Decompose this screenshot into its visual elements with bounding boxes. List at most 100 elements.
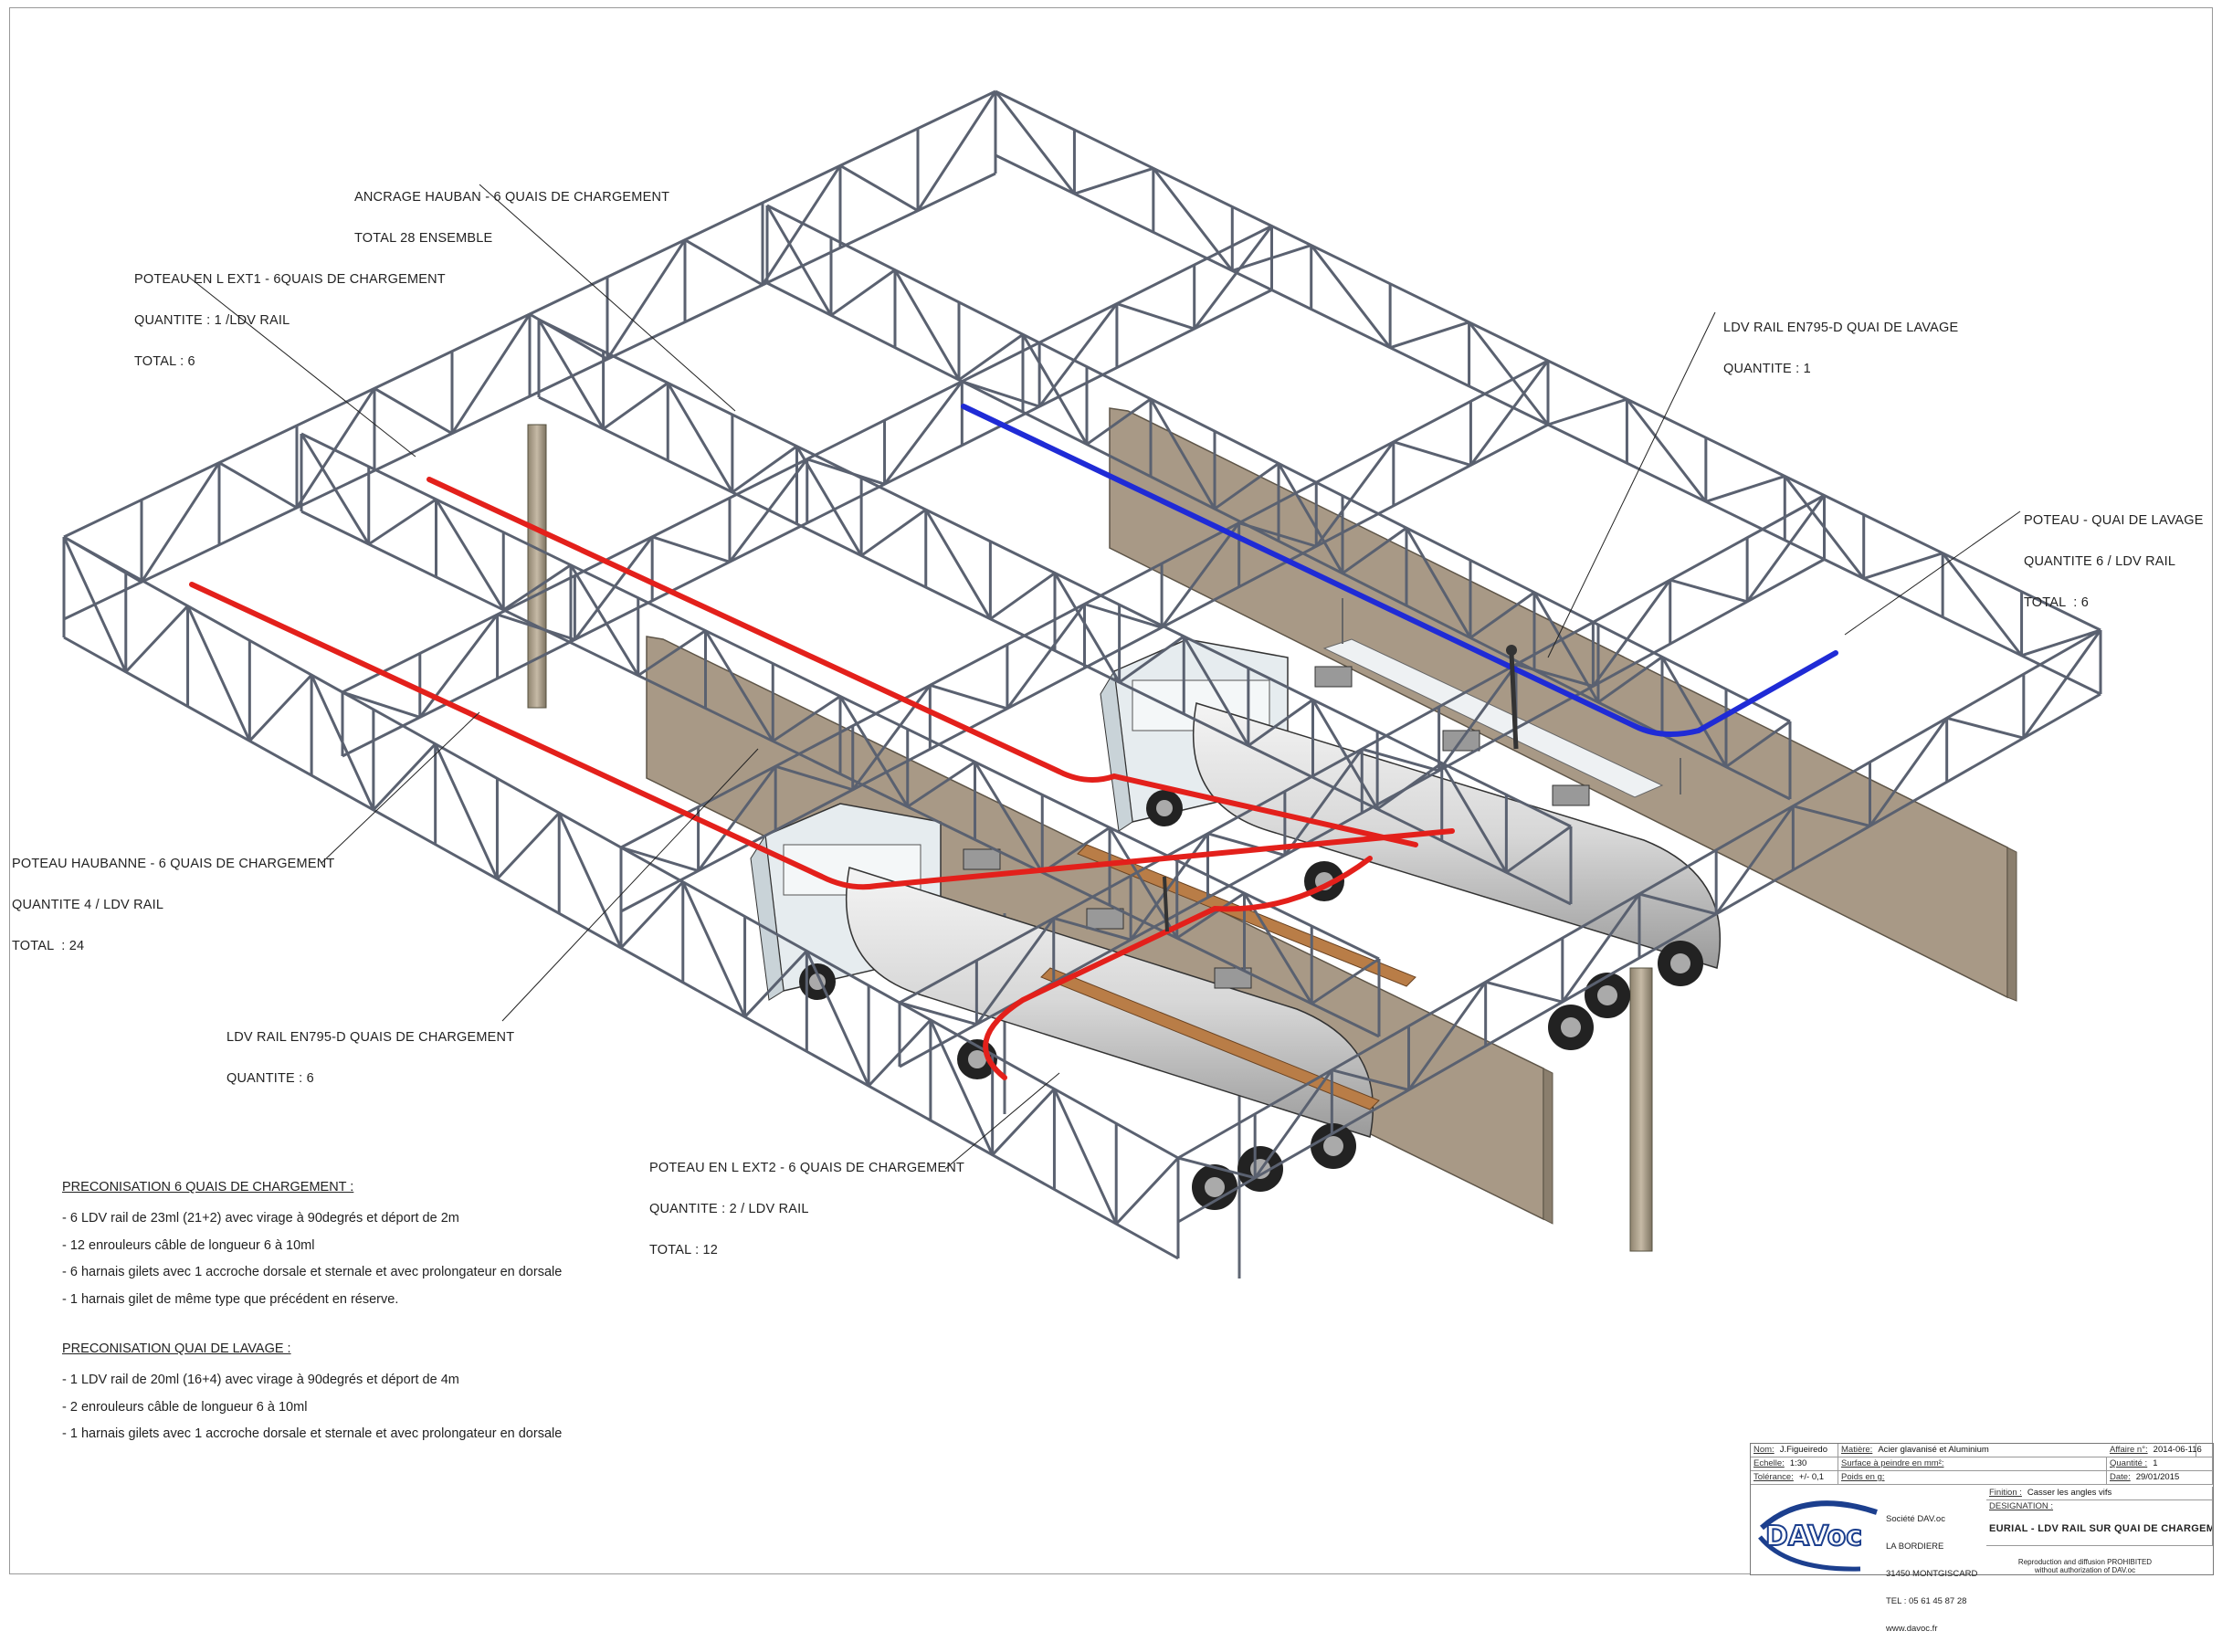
truss-member <box>1073 166 1154 195</box>
truss-member <box>537 319 605 430</box>
notes-item: - 2 enrouleurs câble de longueur 6 à 10m… <box>62 1399 308 1415</box>
quantite-label: Quantité : <box>2110 1458 2148 1468</box>
callout-line: QUANTITE : 6 <box>226 1071 314 1086</box>
poids-cell: Poids en g: <box>1838 1471 2107 1485</box>
posts <box>527 424 1653 1278</box>
truss-member <box>1238 521 1317 548</box>
truss-member <box>1053 1088 1118 1225</box>
truss-member <box>140 461 221 584</box>
truss-member <box>994 90 1076 195</box>
poids-label: Poids en g: <box>1841 1472 1885 1482</box>
truss-member <box>1405 527 1472 639</box>
company-line: TEL : 05 61 45 87 28 <box>1886 1596 1967 1606</box>
loading-platforms <box>1040 598 1681 1110</box>
designation-cell: DESIGNATION : EURIAL - LDV RAIL SUR QUAI… <box>1986 1500 2213 1546</box>
truss-member <box>1248 699 1314 747</box>
truss-member <box>838 695 910 808</box>
echelle-cell: Echelle:1:30 <box>1751 1457 1838 1471</box>
callout-ancrage-hauban: ANCRAGE HAUBAN - 6 QUAIS DE CHARGEMENT T… <box>354 163 669 259</box>
truss-member <box>899 1001 977 1026</box>
date-value: 29/01/2015 <box>2135 1472 2180 1482</box>
truss-member <box>1149 398 1216 510</box>
finition-value: Casser les angles vifs <box>2027 1488 2112 1498</box>
callout-poteau-lavage: POTEAU - QUAI DE LAVAGE QUANTITE 6 / LDV… <box>2024 487 2204 624</box>
truss-member <box>1214 462 1279 510</box>
notes-chargement: PRECONISATION 6 QUAIS DE CHARGEMENT : - … <box>62 1180 562 1313</box>
truss-member <box>651 535 731 563</box>
truss-member <box>743 950 808 1018</box>
repro-line: without authorization of DAV.oc <box>2034 1566 2136 1574</box>
truss-member <box>860 508 927 557</box>
truss-member <box>1193 225 1273 330</box>
truss-member <box>666 382 734 493</box>
truss-member <box>1592 579 1671 688</box>
truss-member <box>1869 717 1948 827</box>
truss-member <box>924 509 992 620</box>
truss-member <box>1311 699 1379 810</box>
truss-member <box>1053 572 1121 683</box>
truss-member <box>1469 591 1535 639</box>
truss-member <box>961 380 1040 408</box>
red-ldv-rails <box>189 477 1455 1080</box>
truss-member <box>418 614 499 719</box>
truss-member <box>916 90 997 212</box>
tolerance-cell: Tolérance:+/- 0,1 <box>1751 1471 1838 1485</box>
truss-member <box>1440 762 1508 874</box>
affaire-cell: Affaire n°:2014-06-116 <box>2107 1444 2213 1457</box>
truss-member <box>435 499 505 611</box>
truss-member <box>697 765 777 872</box>
truss-member <box>975 917 1055 1026</box>
truss-member <box>574 535 654 641</box>
callout-line: TOTAL : 24 <box>12 939 85 953</box>
truss-member <box>1626 398 1708 503</box>
affaire-value: 2014-06-116 <box>2153 1445 2202 1455</box>
davoc-logo: DAVoc <box>1751 1487 1884 1575</box>
truss-member <box>1053 916 1132 942</box>
truss-member <box>1407 981 1487 1091</box>
truss-member <box>1485 980 1564 1004</box>
truss-member <box>1561 893 1641 1004</box>
logo-text: DAVoc <box>1765 1520 1862 1552</box>
truss-member <box>830 268 896 317</box>
notes-item: - 6 LDV rail de 23ml (21+2) avec virage … <box>62 1211 459 1226</box>
truss-member <box>989 572 1056 621</box>
truss-member <box>1311 957 1380 1005</box>
truss-member <box>991 1088 1056 1156</box>
truss-member <box>1182 636 1250 747</box>
truss-member <box>1638 892 1717 916</box>
truss-member <box>1714 805 1795 915</box>
echelle-label: Echelle: <box>1753 1458 1785 1468</box>
logo-graphic: DAVoc <box>1758 1500 1878 1572</box>
isometric-structure-drawing <box>62 89 2102 1278</box>
truss-member <box>2021 628 2101 658</box>
tolerance-value: +/- 0,1 <box>1798 1472 1825 1482</box>
matiere-cell: Matière:Acier glavanisé et Aluminium <box>1838 1444 2196 1457</box>
callout-line: LDV RAIL EN795-D QUAI DE LAVAGE <box>1723 321 1959 335</box>
designation-label: DESIGNATION : <box>1989 1501 2054 1511</box>
truss-member <box>1116 302 1195 331</box>
truss-member <box>619 880 684 950</box>
truss-member <box>1253 1068 1333 1179</box>
truss-member <box>606 238 687 361</box>
callout-line: POTEAU EN L EXT1 - 6QUAIS DE CHARGEMENT <box>134 272 446 287</box>
callout-line: POTEAU HAUBANNE - 6 QUAIS DE CHARGEMENT <box>12 857 335 871</box>
matiere-label: Matière: <box>1841 1445 1873 1455</box>
truss-member <box>1863 552 1943 580</box>
truss-member <box>1505 825 1572 874</box>
truss-member <box>1660 656 1728 768</box>
callout-poteau-ext2: POTEAU EN L EXT2 - 6 QUAIS DE CHARGEMENT… <box>649 1134 964 1271</box>
truss-member <box>1469 360 1550 467</box>
truss-member <box>893 268 961 381</box>
truss-member <box>974 761 1044 874</box>
truss-member <box>806 458 886 486</box>
truss-member <box>1941 552 2023 657</box>
truss-member <box>62 536 128 673</box>
notes-item: - 1 harnais gilet de même type que précé… <box>62 1291 399 1307</box>
callout-poteau-ext1: POTEAU EN L EXT1 - 6QUAIS DE CHARGEMENT … <box>134 246 446 383</box>
truss-member <box>248 674 313 742</box>
callout-line: ANCRAGE HAUBAN - 6 QUAIS DE CHARGEMENT <box>354 190 670 205</box>
truss-member <box>851 684 932 791</box>
truss-member <box>1021 333 1089 446</box>
truss-member <box>728 458 808 563</box>
truss-member <box>1129 832 1209 942</box>
